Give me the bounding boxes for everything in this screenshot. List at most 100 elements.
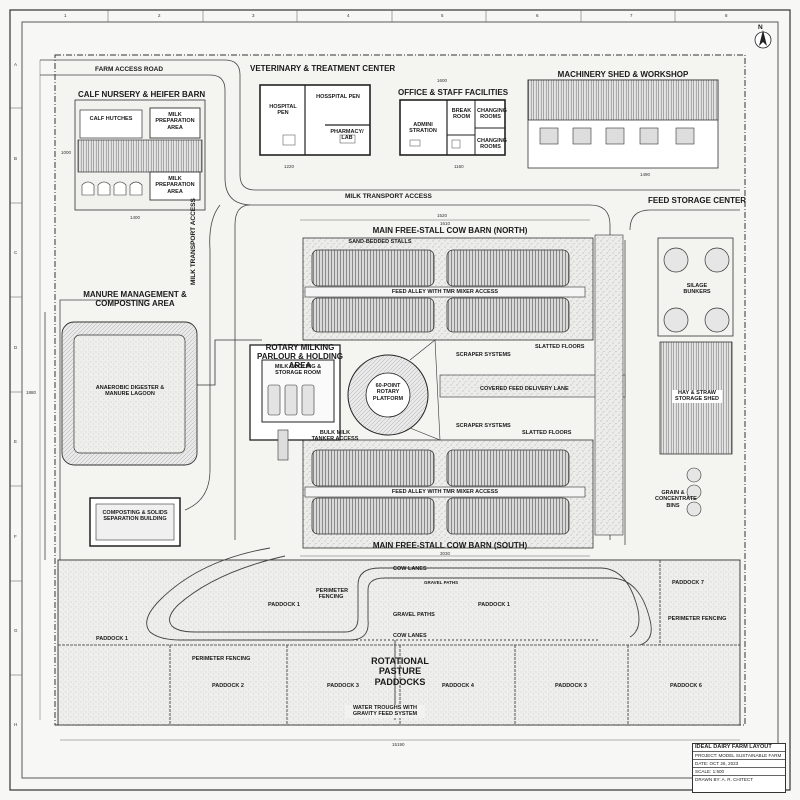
- title-block-drawn: DRAWN BY: A. R. CHITECT: [695, 777, 754, 782]
- bulk-milk-label: BULK MILK TANKER ACCESS: [311, 430, 359, 443]
- scraper-1-label: SCRAPER SYSTEMS: [456, 352, 511, 358]
- feed-alley-1-label: FEED ALLEY WITH TMR MIXER ACCESS: [391, 289, 499, 295]
- office-label: OFFICE & STAFF FACILITIES: [398, 88, 509, 97]
- dim-1600: 1600: [437, 78, 448, 83]
- grid-label-top-3: 3: [252, 13, 255, 18]
- barn-south: [302, 439, 594, 549]
- slatted-2-label: SLATTED FLOORS: [522, 430, 572, 436]
- calf-barn: [74, 99, 206, 211]
- grid-label-top-6: 6: [536, 13, 539, 18]
- silage-label: SILAGE BUNKERS: [683, 283, 711, 296]
- title-block-project: PROJECT: MODEL SUSTAINABLE FARM: [693, 752, 785, 760]
- grid-label-left-e: E: [14, 439, 18, 444]
- barn-north-label: MAIN FREE-STALL COW BARN (NORTH): [372, 226, 528, 235]
- grid-label-left-c: C: [14, 250, 18, 255]
- north-arrow-symbol: [754, 30, 772, 49]
- dim-15190: 15190: [392, 742, 405, 747]
- dim-1400: 1400: [130, 215, 141, 220]
- milk-prep-label-2: MILK PREPARATION AREA: [155, 176, 195, 195]
- barn-south-label: MAIN FREE-STALL COW BARN (SOUTH): [372, 541, 528, 550]
- lagoon: [61, 321, 198, 466]
- digester-label: ANAEROBIC DIGESTER & MANURE LAGOON: [95, 385, 165, 398]
- office: [399, 99, 506, 156]
- calf-barn-label: CALF NURSERY & HEIFER BARN: [78, 90, 206, 99]
- grain-label: GRAIN & CONCENTRATE BINS: [655, 490, 697, 509]
- paddock-3b-label: PADDOCK 3: [555, 683, 587, 689]
- gravel-paths-2-label: GRAVEL PATHS: [393, 612, 435, 618]
- break-room-label: BREAK ROOM: [451, 108, 472, 121]
- dimension-lines: [39, 60, 740, 741]
- farm-access-road-label: FARM ACCESS ROAD: [95, 66, 164, 73]
- vet-center-label: VETERINARY & TREATMENT CENTER: [250, 64, 396, 73]
- grid-label-top-2: 2: [158, 13, 161, 18]
- milk-transport-side-label: MILK TRANSPORT ACCESS: [190, 198, 197, 285]
- paddock-3a-label: PADDOCK 3: [327, 683, 359, 689]
- milking-parlour: [249, 339, 441, 461]
- title-block: IDEAL DAIRY FARM LAYOUT PROJECT: MODEL S…: [692, 743, 786, 793]
- pasture-label: ROTATIONAL PASTURE PADDOCKS: [371, 656, 429, 687]
- cow-lanes-1-label: COW LANES: [393, 566, 427, 572]
- manure-label: MANURE MANAGEMENT & COMPOSTING AREA: [83, 290, 187, 309]
- grid-label-left-b: B: [14, 156, 18, 161]
- paddock-4-label: PADDOCK 4: [442, 683, 474, 689]
- gravel-paths-1-label: GRAVEL PATHS: [424, 580, 459, 585]
- north-arrow-label: N: [758, 24, 763, 31]
- pharmacy-label: PHARMACY/ LAB: [330, 129, 364, 142]
- grid-label-left-h: H: [14, 722, 18, 727]
- perimeter-1-label: PERIMETER FENCING: [316, 588, 349, 601]
- scraper-2-label: SCRAPER SYSTEMS: [456, 423, 511, 429]
- machinery-label: MACHINERY SHED & WORKSHOP: [557, 70, 689, 79]
- perimeter-2-label: PERIMETER FENCING: [192, 656, 251, 662]
- dim-1610: 1610: [440, 221, 451, 226]
- milk-transport-top-label: MILK TRANSPORT ACCESS: [345, 193, 432, 200]
- milk-prep-label-1: MILK PREPARATION AREA: [155, 112, 195, 131]
- hospital-pen-1-label: HOSPITAL PEN: [269, 104, 297, 117]
- dim-1880: 1880: [26, 390, 37, 395]
- slatted-1-label: SLATTED FLOORS: [535, 344, 585, 350]
- paddock-1a-label: PADDOCK 1: [268, 602, 300, 608]
- rotary-platform-label: 60-POINT ROTARY PLATFORM: [372, 383, 404, 402]
- dim-1000: 1000: [61, 150, 72, 155]
- perimeter-3-label: PERIMETER FENCING: [668, 616, 727, 622]
- composting-label: COMPOSTING & SOLIDS SEPARATION BUILDING: [102, 510, 168, 523]
- dim-1490: 1490: [640, 172, 651, 177]
- grid-ticks: [10, 10, 676, 676]
- grid-label-left-d: D: [14, 345, 18, 350]
- paddock-2-label: PADDOCK 2: [212, 683, 244, 689]
- grid-label-left-a: A: [14, 62, 18, 67]
- admin-label: ADMINI STRATION: [409, 122, 437, 135]
- dim-1520: 1520: [437, 213, 448, 218]
- parlour-label: ROTARY MILKING PARLOUR & HOLDING AREA: [256, 343, 344, 371]
- sand-stalls-label: SAND-BEDDED STALLS: [348, 239, 412, 245]
- grid-label-top-7: 7: [630, 13, 633, 18]
- paddock-1c-label: PADDOCK 1: [96, 636, 128, 642]
- machinery-shed: [527, 79, 719, 169]
- paddock-6-label: PADDOCK 6: [670, 683, 702, 689]
- grid-label-top-1: 1: [64, 13, 67, 18]
- feed-storage-label: FEED STORAGE CENTER: [648, 196, 747, 205]
- hay-label: HAY & STRAW STORAGE SHED: [672, 390, 722, 403]
- title-block-scale: SCALE: 1:500: [693, 768, 785, 776]
- dim-1160: 1160: [454, 164, 464, 169]
- barn-north: [302, 237, 594, 341]
- changing-rooms-1-label: CHANGING ROOMS: [477, 108, 507, 121]
- cow-lanes: [146, 547, 652, 720]
- paddock-7-label: PADDOCK 7: [672, 580, 704, 586]
- title-block-date: DATE: OCT 26, 2023: [693, 760, 785, 768]
- paddock-1b-label: PADDOCK 1: [478, 602, 510, 608]
- grid-label-top-8: 8: [725, 13, 728, 18]
- grid-label-left-f: F: [14, 534, 17, 539]
- water-troughs-label: WATER TROUGHS WITH GRAVITY FEED SYSTEM: [345, 705, 425, 718]
- dim-1220: 1220: [284, 164, 295, 169]
- milk-cooling-label: MILK COOLING & STORAGE ROOM: [274, 364, 322, 377]
- hospital-pen-2-label: HOSSPITAL PEN: [316, 94, 360, 100]
- title-block-title: IDEAL DAIRY FARM LAYOUT: [693, 744, 785, 752]
- vet-center: [259, 84, 371, 156]
- cow-lanes-2-label: COW LANES: [393, 633, 427, 639]
- calf-hutches-label: CALF HUTCHES: [89, 116, 133, 122]
- covered-lane-label: COVERED FEED DELIVERY LANE: [480, 386, 569, 392]
- grid-label-top-5: 5: [441, 13, 444, 18]
- paddock-fences: [58, 560, 740, 725]
